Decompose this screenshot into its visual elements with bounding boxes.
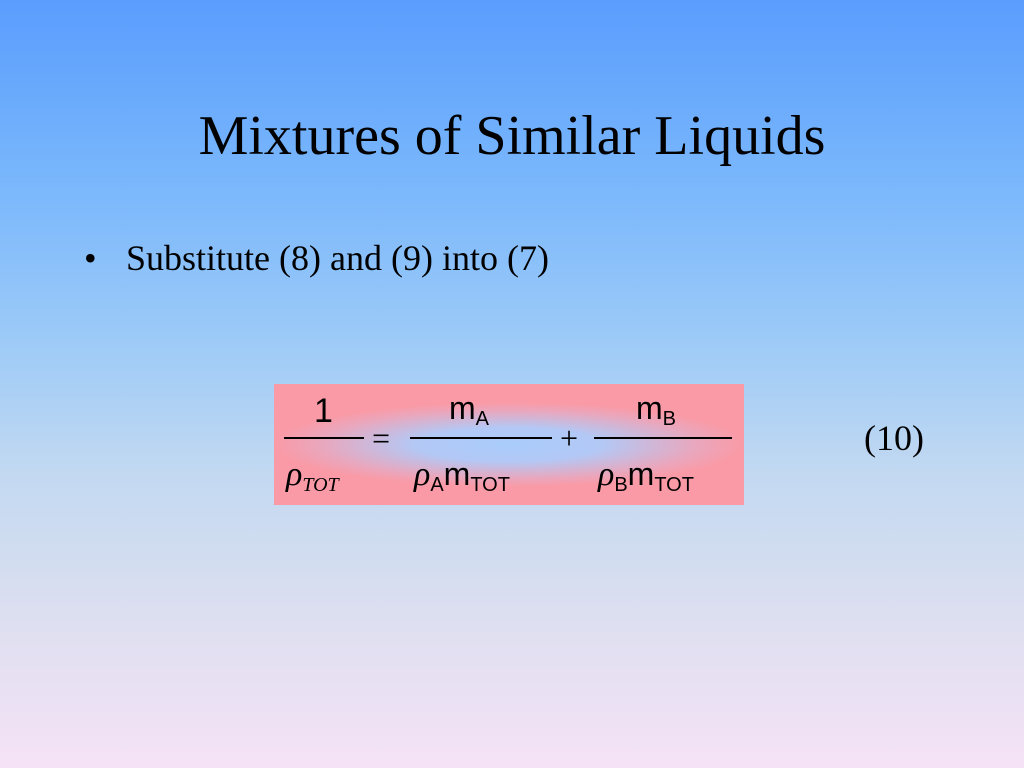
term1-denominator-subscript: TOT bbox=[470, 474, 510, 496]
equals-text: = bbox=[372, 420, 391, 456]
rho-symbol: ρ bbox=[598, 456, 615, 493]
slide-title: Mixtures of Similar Liquids bbox=[198, 105, 826, 167]
plus-sign: + bbox=[560, 422, 578, 454]
term2-fraction-bar bbox=[594, 437, 732, 439]
term2-numerator: mB bbox=[636, 390, 676, 429]
term2-rho-subscript: B bbox=[614, 474, 628, 496]
bullet-list: • Substitute (8) and (9) into (7) bbox=[84, 232, 549, 284]
term2-denominator-subscript: TOT bbox=[654, 474, 694, 496]
equals-sign: = bbox=[372, 422, 390, 454]
term1-denominator-base: m bbox=[443, 456, 471, 492]
term1-fraction-bar bbox=[410, 437, 552, 439]
term1-numerator: mA bbox=[449, 390, 489, 429]
rho-symbol: ρ bbox=[286, 456, 303, 493]
term2-numerator-subscript: B bbox=[662, 408, 676, 430]
lhs-fraction-bar bbox=[284, 437, 364, 439]
lhs-numerator-text: 1 bbox=[314, 392, 333, 430]
term2-numerator-base: m bbox=[636, 390, 663, 426]
lhs-numerator: 1 bbox=[314, 394, 333, 428]
equation-box: 1 ρTOT = mA ρAmTOT + mB ρBmTOT bbox=[274, 384, 744, 505]
term1-rho-subscript: A bbox=[430, 474, 444, 496]
equation-number: (10) bbox=[864, 418, 924, 458]
term1-numerator-base: m bbox=[449, 390, 476, 426]
term1-denominator: ρAmTOT bbox=[414, 456, 510, 496]
lhs-denominator: ρTOT bbox=[286, 456, 339, 496]
bullet-marker: • bbox=[84, 238, 97, 278]
rho-symbol: ρ bbox=[414, 456, 431, 493]
term1-numerator-subscript: A bbox=[475, 408, 489, 430]
bullet-item: • Substitute (8) and (9) into (7) bbox=[84, 232, 549, 284]
plus-text: + bbox=[560, 420, 579, 456]
bullet-text: Substitute (8) and (9) into (7) bbox=[126, 238, 549, 278]
term2-denominator: ρBmTOT bbox=[598, 456, 694, 496]
term2-denominator-base: m bbox=[627, 456, 655, 492]
lhs-denominator-subscript: TOT bbox=[302, 474, 339, 496]
